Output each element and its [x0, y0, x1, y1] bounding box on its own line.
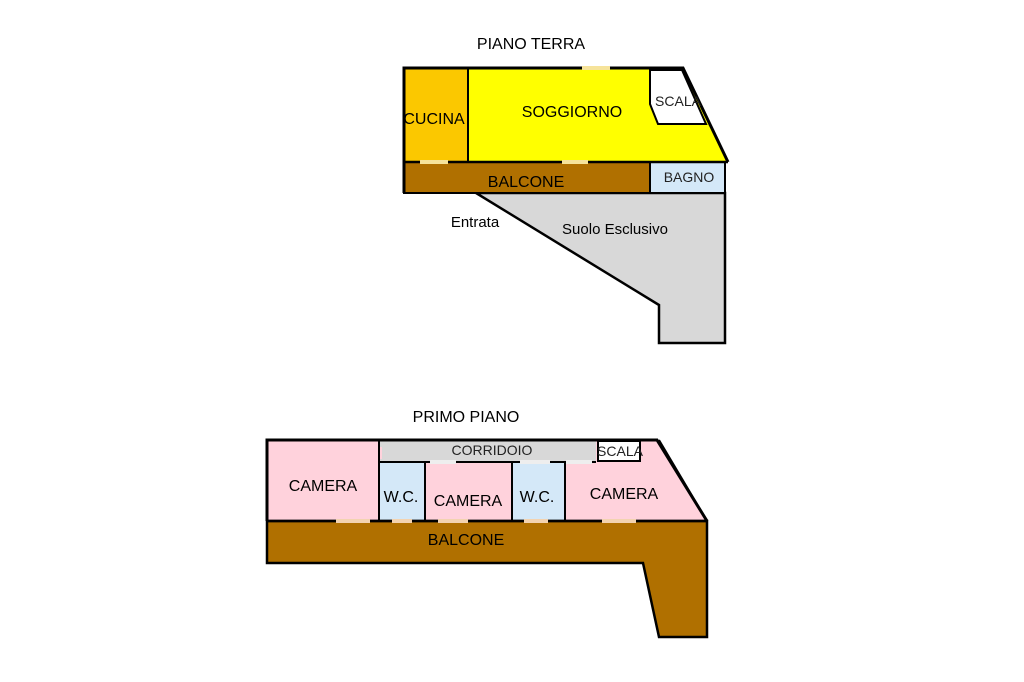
exclusive-ground-area	[471, 191, 727, 345]
exclusive-ground-label: Suolo Esclusivo	[562, 221, 668, 238]
window-opening	[420, 160, 448, 164]
kitchen-room	[404, 68, 468, 162]
balcony-ground-label: BALCONE	[488, 174, 564, 191]
door-opening	[380, 447, 382, 459]
door-opening	[430, 460, 456, 464]
bedroom-left-label: CAMERA	[289, 478, 358, 495]
window-opening	[392, 519, 412, 523]
wc-left-label: W.C.	[384, 489, 419, 506]
balcony-first-label: BALCONE	[428, 532, 504, 549]
window-opening	[524, 519, 548, 523]
door-opening	[520, 460, 550, 464]
door-opening	[566, 460, 592, 464]
kitchen-label: CUCINA	[403, 111, 465, 128]
corridor-label: CORRIDOIO	[452, 442, 533, 458]
wc-right	[511, 461, 566, 522]
living-label: SOGGIORNO	[522, 104, 622, 121]
bathroom-label: BAGNO	[664, 169, 715, 185]
bathroom-room	[649, 161, 726, 194]
bedroom-middle-label: CAMERA	[434, 493, 503, 510]
door-opening	[336, 519, 370, 523]
corridor-room	[379, 440, 659, 462]
bedroom-middle	[424, 461, 513, 522]
door-opening	[602, 519, 636, 523]
door-opening	[438, 519, 468, 523]
window-opening	[582, 66, 610, 70]
stairs-ground-label: SCALA	[655, 93, 702, 109]
first-floor-title: PRIMO PIANO	[413, 409, 520, 426]
entrance-label: Entrata	[451, 214, 500, 231]
ground-floor-title: PIANO TERRA	[477, 36, 586, 53]
door-opening	[562, 160, 588, 164]
wc-right-label: W.C.	[520, 489, 555, 506]
bedroom-left	[267, 440, 379, 521]
stairs-first-label: SCALA	[597, 443, 644, 459]
ground-outer-wall	[402, 66, 730, 193]
first-slanted-wall	[658, 439, 708, 522]
stairs-ground	[649, 69, 708, 125]
bedroom-right-label: CAMERA	[590, 486, 659, 503]
